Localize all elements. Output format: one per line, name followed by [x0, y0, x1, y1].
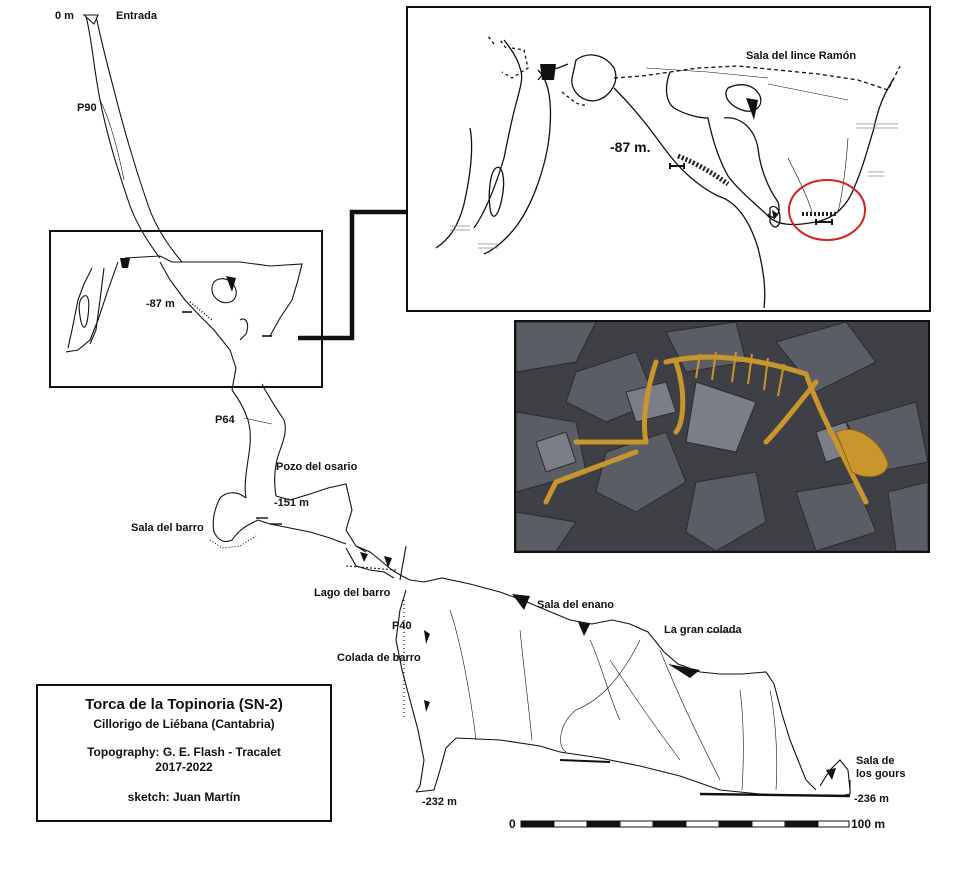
label-depth-151: -151 m — [274, 497, 309, 509]
survey-title: Torca de la Topinoria (SN-2) — [85, 696, 283, 713]
highlight-circle — [788, 179, 866, 241]
label-p90: P90 — [77, 102, 97, 114]
scale-bar — [520, 820, 850, 828]
title-block: Torca de la Topinoria (SN-2) Cillorigo d… — [36, 684, 332, 822]
label-colada-barro: Colada de barro — [337, 652, 421, 664]
label-gran-colada: La gran colada — [664, 624, 742, 636]
label-sala-enano: Sala del enano — [537, 599, 615, 611]
label-entrance: Entrada — [116, 10, 157, 22]
label-depth-232: -232 m — [422, 796, 457, 808]
label-inset-depth-87: -87 m. — [610, 139, 651, 155]
label-depth-87: -87 m — [146, 298, 175, 310]
scale-end-label: 100 m — [851, 817, 886, 831]
shaft-p90-right-wall — [95, 15, 183, 263]
label-depth-0: 0 m — [55, 10, 74, 22]
detail-region-box — [49, 230, 323, 388]
inset-detail-panel: Sala del lince Ramón -87 m. — [406, 6, 931, 312]
bone-pile-87 — [677, 153, 730, 187]
survey-years: 2017-2022 — [155, 760, 213, 774]
label-lago-barro: Lago del barro — [314, 587, 391, 599]
label-sala-gours-2: los gours — [856, 768, 906, 780]
lynx-skeleton-photo — [514, 320, 930, 553]
inset-drawing — [435, 35, 901, 309]
label-pozo-osario: Pozo del osario — [276, 461, 358, 473]
label-p40: P40 — [392, 620, 412, 632]
survey-sketch: sketch: Juan Martín — [127, 790, 241, 804]
label-sala-barro: Sala del barro — [131, 522, 204, 534]
label-depth-236: -236 m — [854, 793, 889, 805]
scale-start-label: 0 — [509, 817, 516, 831]
survey-location: Cillorigo de Liébana (Cantabria) — [93, 717, 275, 731]
label-p64: P64 — [215, 414, 235, 426]
label-sala-lince: Sala del lince Ramón — [746, 50, 857, 62]
survey-topography: Topography: G. E. Flash - Tracalet — [87, 745, 281, 759]
shaft-p90-left-wall — [85, 15, 161, 259]
label-sala-gours-1: Sala de — [856, 755, 895, 767]
zoom-arrow — [298, 209, 418, 341]
